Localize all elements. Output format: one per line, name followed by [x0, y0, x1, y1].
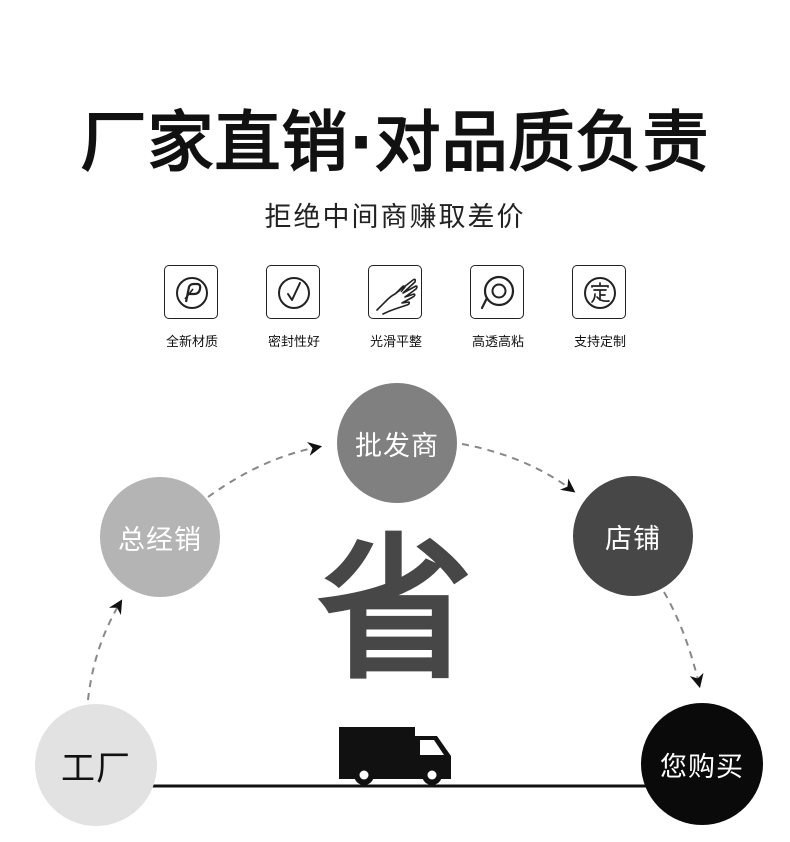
buyer-node: 您购买: [641, 703, 763, 825]
save-character: 省: [317, 519, 473, 701]
wholesaler-node: 批发商: [337, 383, 457, 503]
distributor-node: 总经销: [100, 477, 220, 597]
feature-label: 全新材质: [165, 335, 218, 350]
feature-label: 支持定制: [573, 335, 626, 350]
store-node: 店铺: [573, 476, 693, 596]
custom-badge-icon: [572, 265, 626, 319]
arrow-wholesaler-to-store: [461, 443, 576, 493]
feature-label: 光滑平整: [369, 335, 422, 350]
feature-label: 高透高粘: [471, 335, 524, 350]
p-badge-icon: [164, 265, 218, 319]
hand-icon: [368, 265, 422, 319]
checkmark-circle-icon: [266, 265, 320, 319]
page-subtitle: 拒绝中间商赚取差价: [264, 202, 526, 233]
arrow-store-to-buyer: [663, 591, 704, 689]
delivery-truck-icon: [339, 727, 451, 785]
factory-node: 工厂: [35, 704, 157, 826]
tape-roll-icon: [470, 265, 524, 319]
feature-label: 密封性好: [267, 335, 320, 350]
page-title: 厂家直销·对品质负责: [80, 104, 710, 181]
arrow-factory-to-distributor: [87, 599, 123, 701]
arrow-distributor-to-wholesaler: [207, 442, 323, 498]
